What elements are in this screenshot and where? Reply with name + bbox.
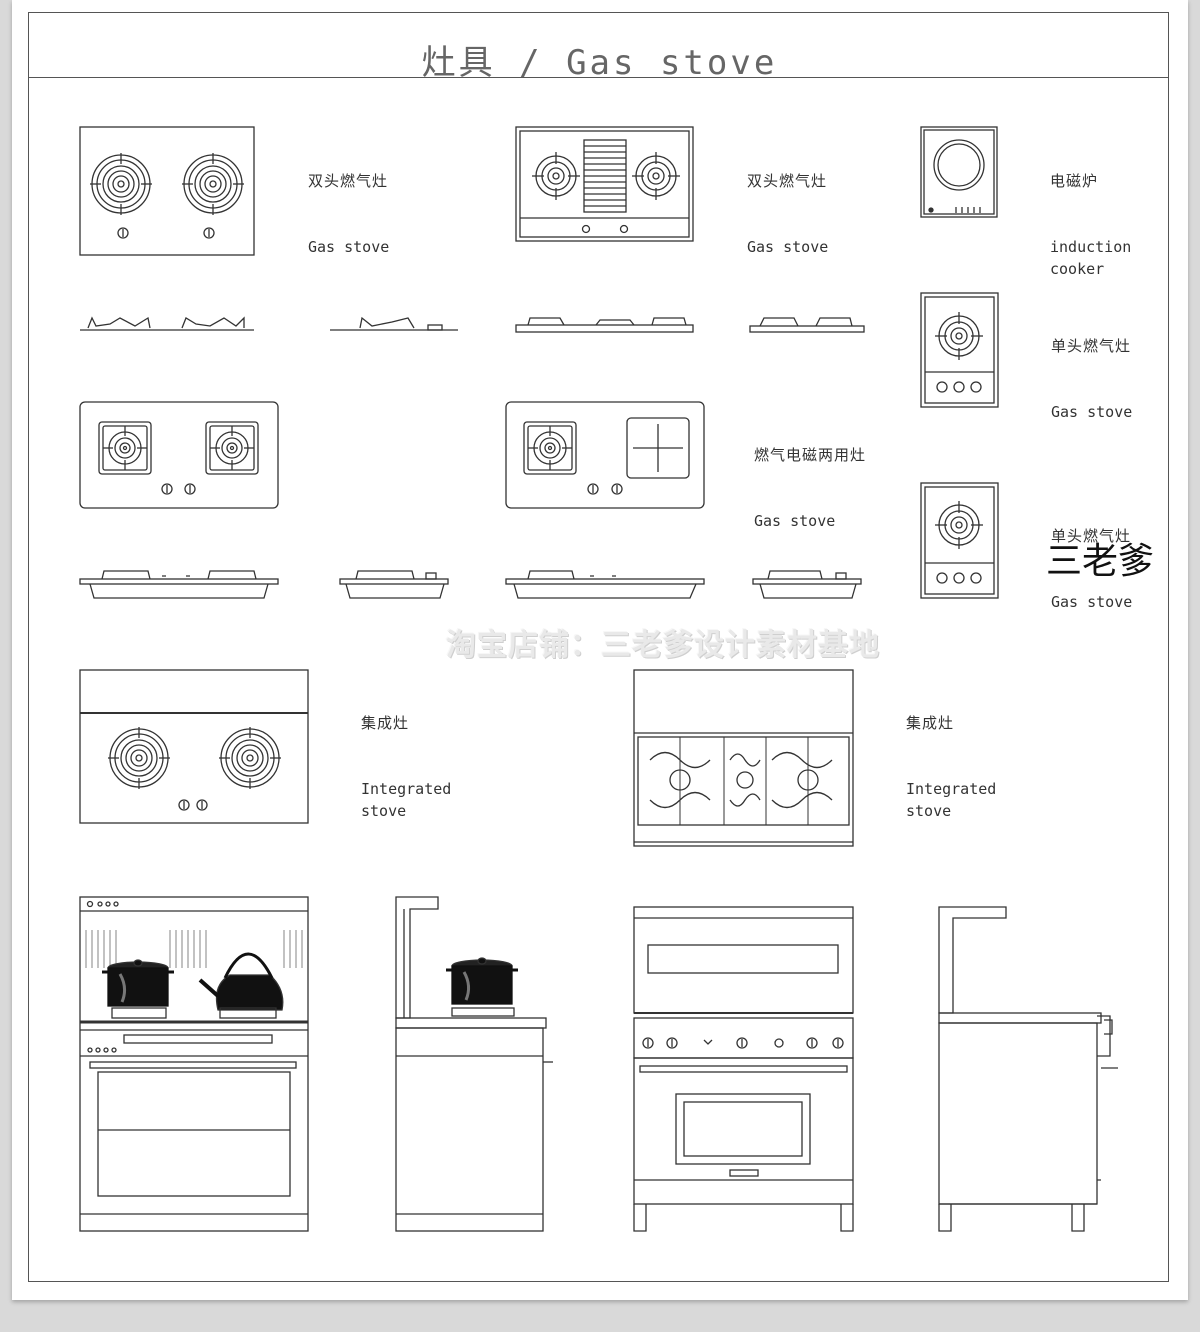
freestanding-range-side-elevation (938, 906, 1118, 1232)
integrated-stove-plan-1 (79, 669, 309, 824)
label-cn: 双头燃气灶 (308, 172, 389, 190)
drawing-frame: 灶具 / Gas stove (28, 12, 1169, 1282)
induction-cooker-plan (920, 126, 998, 218)
freestanding-range-front-elevation (633, 906, 854, 1232)
label-en: Gas stove (754, 512, 836, 530)
integrated-stove-plan-2 (633, 669, 854, 847)
label-en: Gas stove (1051, 593, 1133, 611)
label-cn: 双头燃气灶 (747, 172, 828, 190)
label-en: Integrated stove (361, 780, 452, 820)
label-cn: 单头燃气灶 (1051, 337, 1132, 355)
sheet-title: 灶具 / Gas stove (421, 43, 778, 83)
watermark: 淘宝店铺：三老爹设计素材基地 (446, 628, 880, 663)
stove-side-elevation-4 (749, 317, 865, 333)
single-gas-stove-plan-1 (920, 292, 999, 408)
stove-side-elevation-2 (330, 316, 458, 331)
label-cn: 集成灶 (361, 714, 410, 732)
signature: 三老爹 (1046, 541, 1155, 582)
integrated-stove-side-elevation (395, 896, 553, 1232)
label-en: Gas stove (1051, 403, 1133, 421)
stove-side-elevation-7 (505, 570, 705, 599)
stove-side-elevation-1 (80, 316, 254, 331)
double-gas-stove-plan-2 (515, 126, 694, 242)
stove-side-elevation-3 (515, 317, 694, 333)
label-double-gas-stove-1: 双头燃气灶 Gas stove (308, 126, 389, 280)
label-induction-cooker: 电磁炉 induction cooker (1050, 126, 1131, 302)
stove-side-elevation-8 (752, 570, 862, 599)
title-divider (28, 77, 1169, 78)
label-single-gas-stove-2: 单头燃气灶 Gas stove (1051, 481, 1132, 635)
integrated-stove-front-elevation (79, 896, 309, 1232)
label-en: induction cooker (1050, 238, 1132, 278)
dual-fuel-stove-plan (505, 401, 705, 509)
label-en: Gas stove (308, 238, 390, 256)
label-single-gas-stove-1: 单头燃气灶 Gas stove (1051, 291, 1132, 445)
label-integrated-stove-1: 集成灶 Integrated stove (361, 668, 451, 844)
double-gas-stove-plan-3 (79, 401, 279, 509)
label-double-gas-stove-2: 双头燃气灶 Gas stove (747, 126, 828, 280)
label-integrated-stove-2: 集成灶 Integrated stove (906, 668, 996, 844)
label-en: Gas stove (747, 238, 829, 256)
single-gas-stove-plan-2 (920, 482, 999, 599)
stove-side-elevation-5 (79, 570, 279, 599)
label-cn: 电磁炉 (1050, 172, 1099, 190)
label-cn: 集成灶 (906, 714, 955, 732)
stove-side-elevation-6 (339, 570, 449, 599)
label-en: Integrated stove (906, 780, 997, 820)
double-gas-stove-plan-1 (79, 126, 255, 256)
label-cn: 燃气电磁两用灶 (754, 446, 867, 464)
label-cn: 单头燃气灶 (1051, 527, 1132, 545)
label-dual-fuel-stove: 燃气电磁两用灶 Gas stove (754, 400, 866, 554)
